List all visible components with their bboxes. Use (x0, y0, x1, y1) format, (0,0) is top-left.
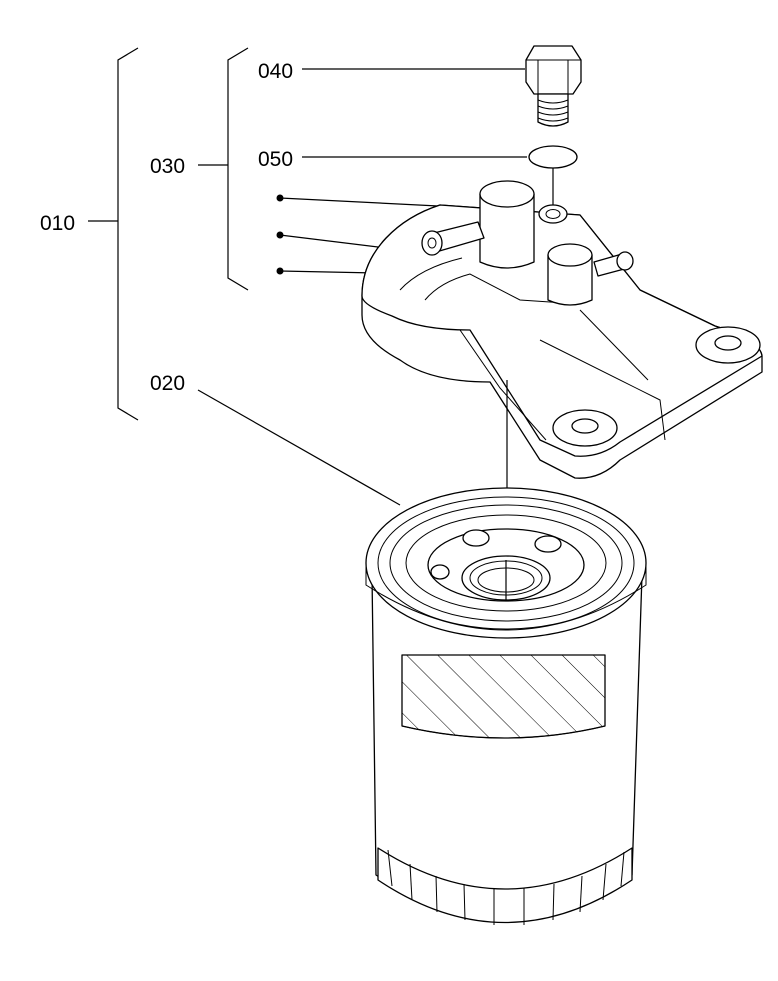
o-ring-part (528, 145, 578, 205)
callout-020: 020 (150, 372, 185, 395)
callout-010: 010 (40, 212, 75, 235)
leader-020 (197, 389, 401, 506)
bracket-030 (198, 47, 249, 291)
callout-050: 050 (258, 148, 293, 171)
bracket-010 (88, 47, 139, 421)
callout-030: 030 (150, 155, 185, 178)
filter-head-part (361, 180, 763, 600)
callout-040: 040 (258, 60, 293, 83)
bolt-part (525, 45, 582, 127)
filter-cartridge-part (365, 487, 647, 925)
